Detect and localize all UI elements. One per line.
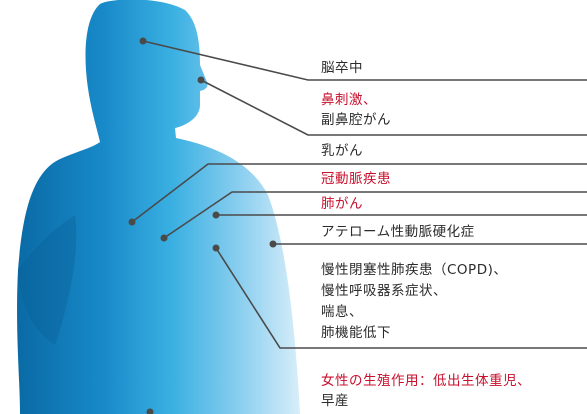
label-premature-birth: 早産 <box>321 393 349 409</box>
label-lung-function: 肺機能低下 <box>321 325 391 341</box>
label-female-reproductive: 女性の生殖作用：低出生体重児、 <box>321 373 531 389</box>
label-breast-cancer: 乳がん <box>321 143 363 159</box>
label-coronary-disease: 冠動脈疾患 <box>321 171 391 187</box>
arm-shade <box>18 215 77 345</box>
label-lung-cancer: 肺がん <box>321 196 363 212</box>
leader-line-coronary <box>163 191 587 239</box>
label-asthma: 喘息、 <box>321 304 363 320</box>
label-copd: 慢性閉塞性肺疾患（COPD)、 <box>321 262 508 278</box>
leader-line-breast <box>131 163 587 223</box>
label-nasal-irritation: 鼻刺激、 <box>321 92 377 108</box>
leader-line-stroke <box>142 40 587 81</box>
label-chronic-respiratory: 慢性呼吸器系症状、 <box>321 283 447 299</box>
label-atherosclerosis: アテローム性動脈硬化症 <box>321 224 475 240</box>
label-sinus-cancer: 副鼻腔がん <box>321 112 391 128</box>
label-stroke: 脳卒中 <box>321 60 363 76</box>
leader-line-copd <box>215 247 587 349</box>
human-silhouette <box>17 0 300 414</box>
leader-line-sinus <box>200 79 587 136</box>
